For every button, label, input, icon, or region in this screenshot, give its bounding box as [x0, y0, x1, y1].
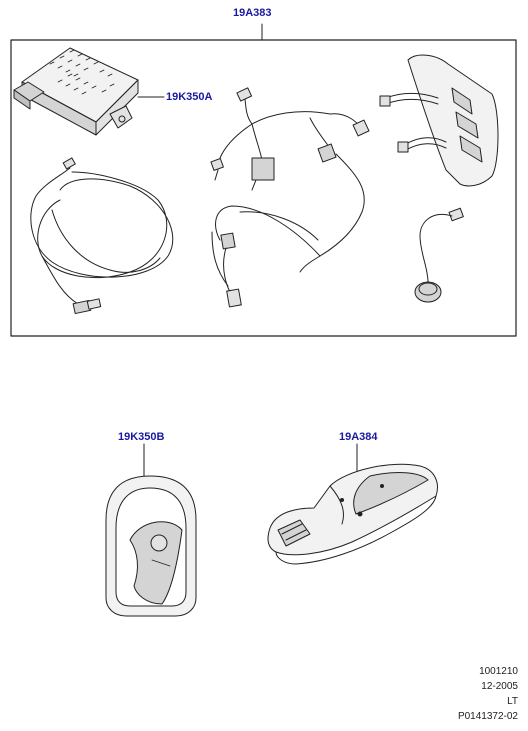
cradle-callout: 19A384	[339, 431, 378, 443]
module-callout: 19K350A	[166, 91, 213, 103]
kit-frame	[10, 39, 517, 337]
wiring-harness	[210, 87, 370, 308]
remote-unit	[105, 475, 197, 617]
reference-line-4: P0141372-02	[457, 711, 518, 722]
reference-block: 1001210 12-2005 LT P0141372-02	[398, 664, 518, 724]
reference-line-1: 1001210	[479, 666, 518, 677]
antenna-cable	[30, 157, 174, 315]
remote-callout: 19K350B	[118, 431, 165, 443]
control-module	[13, 47, 139, 136]
switch-pack	[379, 54, 499, 187]
microphone	[414, 207, 464, 303]
kit-callout: 19A383	[233, 7, 272, 19]
reference-line-2: 12-2005	[481, 681, 518, 692]
reference-line-3: LT	[507, 696, 518, 707]
cradle-unit	[267, 463, 438, 565]
